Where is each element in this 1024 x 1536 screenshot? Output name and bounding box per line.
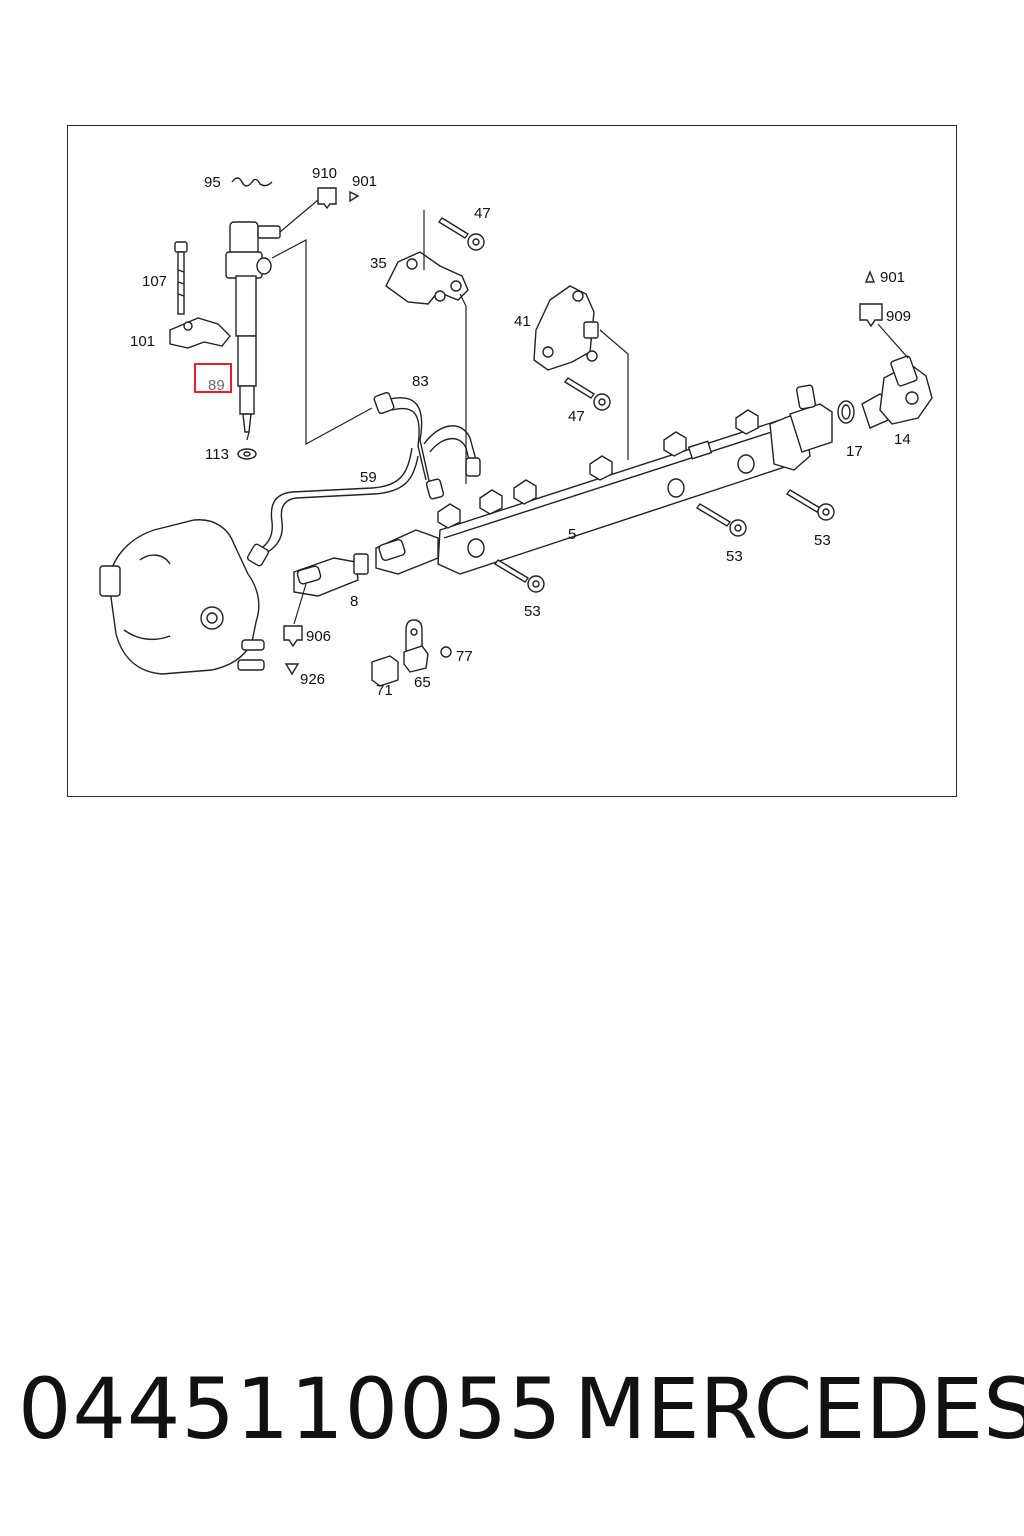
injector-part[interactable] <box>225 221 281 441</box>
label-101: 101 <box>130 333 155 350</box>
label-14: 14 <box>894 431 911 448</box>
nut-77-part[interactable] <box>440 646 452 658</box>
clip-95-part[interactable] <box>231 177 273 187</box>
label-89: 89 <box>208 377 225 394</box>
label-17: 17 <box>846 443 863 460</box>
label-71: 71 <box>376 682 393 699</box>
label-53-b: 53 <box>814 532 831 549</box>
part-number: 0445110055 <box>18 1360 563 1458</box>
pin-901-right-part[interactable] <box>864 270 876 283</box>
label-65: 65 <box>414 674 431 691</box>
label-906: 906 <box>306 628 331 645</box>
high-pressure-pump-part[interactable] <box>99 519 265 675</box>
label-901-top: 901 <box>352 173 377 190</box>
connector-909-part[interactable] <box>859 303 883 328</box>
fuel-rail-part[interactable] <box>437 384 833 575</box>
label-53-c: 53 <box>524 603 541 620</box>
label-47-mid: 47 <box>568 408 585 425</box>
line-59-part[interactable] <box>255 447 413 553</box>
sensor-8-part[interactable] <box>293 553 369 597</box>
bolt-47-top-part[interactable] <box>437 217 485 251</box>
connector-71-part[interactable] <box>371 655 399 687</box>
label-910: 910 <box>312 165 337 182</box>
bolt-53-a-part[interactable] <box>695 503 747 537</box>
parts-diagram-frame <box>67 125 957 797</box>
label-83: 83 <box>412 373 429 390</box>
bracket-41-part[interactable] <box>533 285 599 371</box>
connector-906-part[interactable] <box>283 625 303 648</box>
label-5: 5 <box>568 526 576 543</box>
rail-sensor-part[interactable] <box>375 529 439 575</box>
label-41: 41 <box>514 313 531 330</box>
pin-901-part[interactable] <box>349 190 360 203</box>
bolt-53-c-part[interactable] <box>493 559 545 593</box>
highlight-box-89[interactable] <box>194 363 232 393</box>
bolt-53-b-part[interactable] <box>785 489 835 521</box>
pressure-regulator-14-part[interactable] <box>861 355 933 429</box>
label-47-top: 47 <box>474 205 491 222</box>
label-8: 8 <box>350 593 358 610</box>
clip-65-part[interactable] <box>403 619 429 673</box>
label-95: 95 <box>204 174 221 191</box>
label-909: 909 <box>886 308 911 325</box>
bolt-107-part[interactable] <box>174 241 188 315</box>
label-113: 113 <box>205 446 229 463</box>
label-926: 926 <box>300 671 325 688</box>
label-53-a: 53 <box>726 548 743 565</box>
bolt-47-mid-part[interactable] <box>563 377 611 411</box>
label-901-right: 901 <box>880 269 905 286</box>
label-35: 35 <box>370 255 387 272</box>
clamp-101-part[interactable] <box>169 317 231 349</box>
brand-name: MERCEDES <box>574 1360 1024 1458</box>
label-107: 107 <box>142 273 167 290</box>
connector-910-part[interactable] <box>317 187 337 210</box>
bracket-35-part[interactable] <box>385 251 469 305</box>
label-77: 77 <box>456 648 473 665</box>
pin-926-part[interactable] <box>284 663 300 676</box>
label-59: 59 <box>360 469 377 486</box>
